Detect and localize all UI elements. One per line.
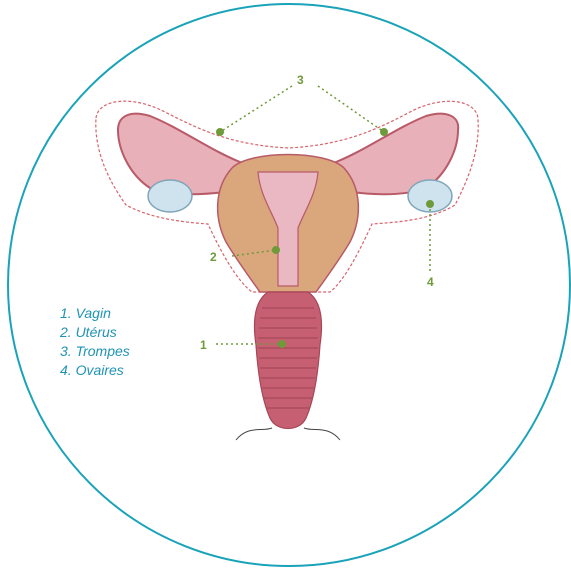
marker-vagina: 1 bbox=[200, 338, 207, 352]
legend-item-ovaires: 4. Ovaires bbox=[60, 361, 130, 380]
legend: 1. Vagin 2. Utérus 3. Trompes 4. Ovaires bbox=[60, 304, 130, 380]
marker-uterus: 2 bbox=[210, 250, 217, 264]
legend-item-trompes: 3. Trompes bbox=[60, 342, 130, 361]
legend-item-uterus: 2. Utérus bbox=[60, 323, 130, 342]
legend-item-vagin: 1. Vagin bbox=[60, 304, 130, 323]
marker-tubes: 3 bbox=[297, 73, 304, 87]
marker-ovary: 4 bbox=[427, 275, 434, 289]
left-ovary bbox=[148, 180, 192, 212]
